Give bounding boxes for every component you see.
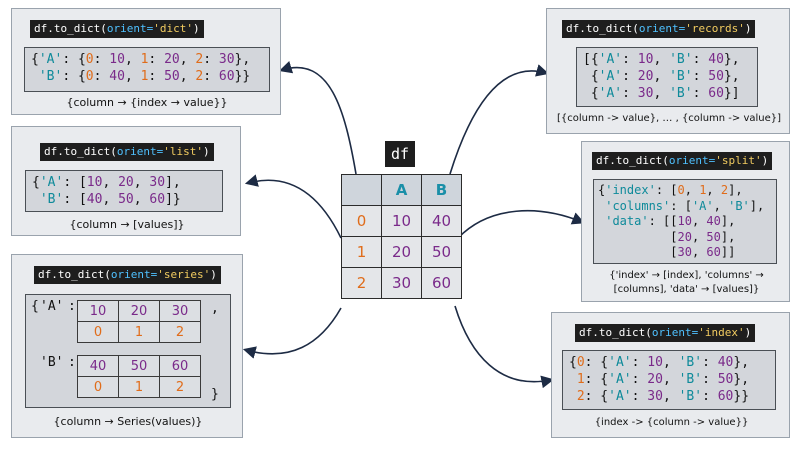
tag-orient-records: df.to_dict(orient='records') — [562, 20, 756, 38]
series-key-b: 'B' — [40, 355, 64, 370]
arrow-to-index — [454, 305, 555, 389]
arrow-to-list — [244, 174, 342, 239]
caption-orient-records: [{column -> value}, … , {column -> value… — [556, 113, 782, 124]
caption-orient-split-line2: [columns], 'data' → [values]} — [613, 284, 760, 295]
series-a-grid: 10 20 30 0 1 2 — [77, 300, 201, 343]
arrow-to-split — [457, 209, 585, 239]
df-index-cell: 0 — [341, 205, 382, 237]
panel-orient-records: df.to_dict(orient='records') [{'A': 10, … — [546, 8, 790, 134]
code-orient-index: {0: {'A': 10, 'B': 40}, 1: {'A': 20, 'B'… — [562, 350, 776, 410]
df-value-cell: 40 — [421, 205, 462, 237]
df-value-cell: 10 — [381, 205, 422, 237]
series-a-index: 0 — [77, 321, 119, 343]
caption-orient-list: {column → [values]} — [69, 218, 185, 231]
series-comma: , — [211, 301, 219, 316]
series-b-index: 1 — [118, 376, 160, 398]
df-column-header: B — [421, 174, 462, 206]
panel-orient-series: df.to_dict(orient='series') { 'A' : 10 2… — [11, 254, 243, 438]
panel-orient-split: df.to_dict(orient='split') {'index': [0,… — [581, 141, 790, 302]
tag-orient-list: df.to_dict(orient='list') — [40, 143, 214, 161]
series-a-value: 20 — [118, 300, 160, 322]
series-a-value: 30 — [159, 300, 201, 322]
tag-orient-index: df.to_dict(orient='index') — [575, 324, 756, 342]
series-b-value: 60 — [159, 355, 201, 377]
df-value-cell: 30 — [381, 267, 422, 299]
tag-orient-dict: df.to_dict(orient='dict') — [30, 20, 204, 38]
df-value-cell: 60 — [421, 267, 462, 299]
arrow-to-records — [449, 64, 550, 175]
df-index-cell: 2 — [341, 267, 382, 299]
series-open-brace: { — [31, 299, 39, 314]
panel-orient-list: df.to_dict(orient='list') {'A': [10, 20,… — [11, 126, 241, 236]
series-b-index: 2 — [159, 376, 201, 398]
caption-orient-series: {column → Series(values)} — [53, 415, 203, 428]
series-a-value: 10 — [77, 300, 119, 322]
code-orient-split: {'index': [0, 1, 2], 'columns': ['A', 'B… — [593, 179, 777, 264]
series-b-grid: 40 50 60 0 1 2 — [77, 355, 201, 398]
tag-orient-split: df.to_dict(orient='split') — [592, 152, 773, 170]
series-key-a: 'A' — [40, 299, 64, 314]
df-index-cell: 1 — [341, 236, 382, 268]
caption-orient-split-line1: {'index' → [index], 'columns' → — [609, 270, 764, 281]
df-corner-cell — [341, 174, 382, 206]
series-colon-a: : — [68, 299, 76, 314]
df-value-cell: 50 — [421, 236, 462, 268]
df-table: A B 0 10 40 1 20 50 2 30 60 — [341, 174, 462, 299]
df-label: df — [385, 141, 416, 167]
tag-orient-series: df.to_dict(orient='series') — [34, 266, 221, 284]
caption-orient-dict: {column → {index → value}} — [66, 96, 228, 109]
code-orient-records: [{'A': 10, 'B': 40}, {'A': 20, 'B': 50},… — [576, 47, 758, 107]
series-b-value: 50 — [118, 355, 160, 377]
caption-orient-index: {index -> {column -> value}} — [594, 417, 749, 428]
df-value-cell: 20 — [381, 236, 422, 268]
arrow-to-series — [242, 307, 342, 359]
series-a-index: 1 — [118, 321, 160, 343]
df-column-header: A — [381, 174, 422, 206]
panel-orient-dict: df.to_dict(orient='dict') {'A': {0: 10, … — [11, 8, 281, 115]
series-a-index: 2 — [159, 321, 201, 343]
arrow-to-dict — [278, 61, 357, 175]
series-b-index: 0 — [77, 376, 119, 398]
code-orient-dict: {'A': {0: 10, 1: 20, 2: 30}, 'B': {0: 40… — [24, 47, 270, 92]
series-close-brace: } — [211, 387, 219, 402]
panel-orient-index: df.to_dict(orient='index') {0: {'A': 10,… — [551, 312, 790, 438]
code-orient-list: {'A': [10, 20, 30], 'B': [40, 50, 60]} — [25, 170, 223, 212]
series-b-value: 40 — [77, 355, 119, 377]
series-colon-b: : — [68, 355, 76, 370]
